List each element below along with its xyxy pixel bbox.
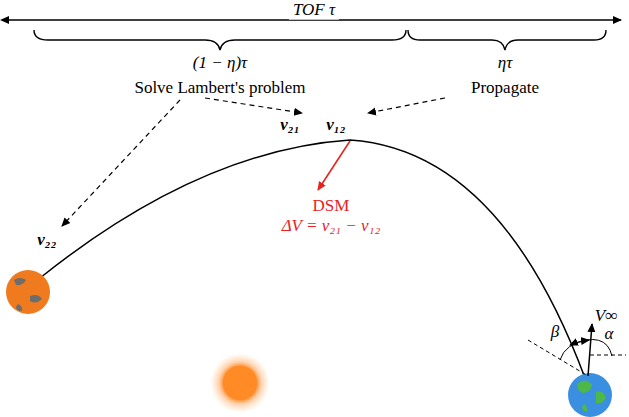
v-infinity-label: V∞: [595, 307, 618, 326]
velocity-label: v₁₂: [326, 116, 345, 135]
duration-label: (1 − η)τ: [193, 54, 247, 73]
velocity-label: v₂₂: [37, 231, 56, 250]
dsm-label: DSM: [313, 197, 350, 216]
angle-label: β: [551, 323, 559, 342]
velocity-label: v₂₁: [280, 116, 299, 135]
angle-label: α: [605, 325, 614, 344]
tof-label: TOF τ: [289, 1, 339, 20]
step-label: Solve Lambert's problem: [134, 79, 305, 98]
step-label: Propagate: [471, 79, 539, 98]
duration-label: ητ: [498, 54, 513, 73]
delta-v-label: ΔV = v₂₁ − v₁₂: [282, 217, 381, 236]
